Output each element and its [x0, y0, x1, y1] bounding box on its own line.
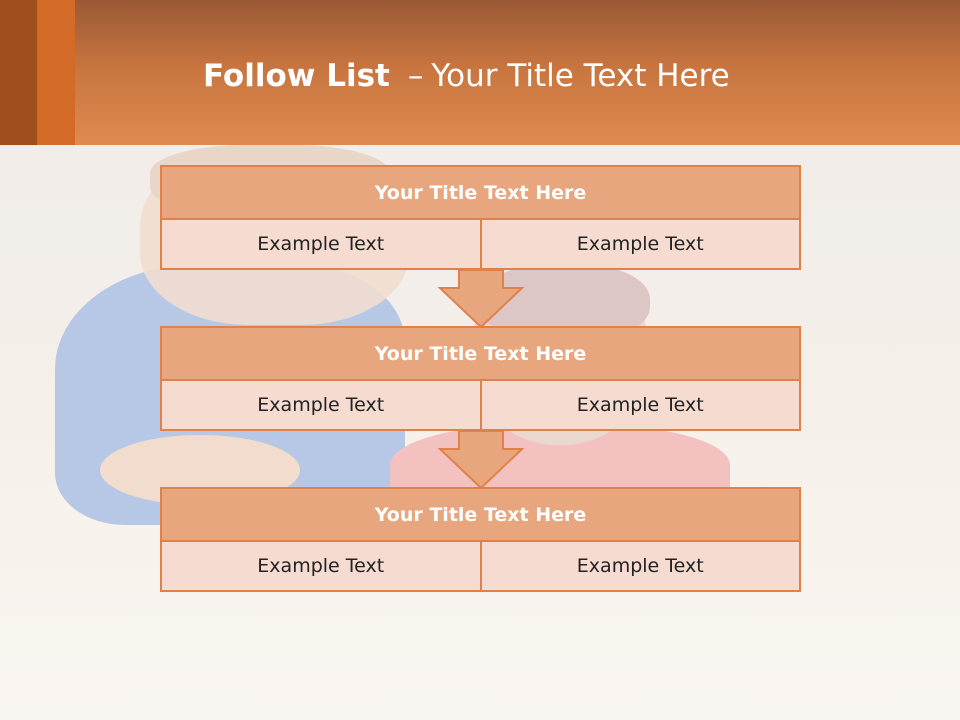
block-cell-left: Example Text	[160, 381, 482, 431]
header-accent-dark	[0, 0, 37, 145]
slide-title-bold: Follow List	[203, 58, 390, 94]
list-block-1: Your Title Text Here Example Text Exampl…	[160, 165, 801, 270]
block-title: Your Title Text Here	[160, 487, 801, 542]
slide-title-dash: –	[407, 58, 424, 94]
block-cell-right: Example Text	[481, 542, 801, 592]
block-row: Example Text Example Text	[160, 220, 801, 270]
block-title: Your Title Text Here	[160, 326, 801, 381]
header-bar: Follow List–Your Title Text Here	[0, 0, 960, 145]
block-row: Example Text Example Text	[160, 381, 801, 431]
list-block-2: Your Title Text Here Example Text Exampl…	[160, 326, 801, 431]
block-cell-left: Example Text	[160, 542, 482, 592]
slide-title-rest: Your Title Text Here	[431, 58, 730, 94]
list-block-3: Your Title Text Here Example Text Exampl…	[160, 487, 801, 592]
down-arrow-icon	[438, 431, 524, 489]
block-cell-right: Example Text	[481, 381, 801, 431]
slide-title: Follow List–Your Title Text Here	[203, 56, 730, 96]
block-cell-left: Example Text	[160, 220, 482, 270]
block-row: Example Text Example Text	[160, 542, 801, 592]
down-arrow-icon	[438, 270, 524, 328]
block-cell-right: Example Text	[481, 220, 801, 270]
block-title: Your Title Text Here	[160, 165, 801, 220]
header-accent-light	[37, 0, 75, 145]
